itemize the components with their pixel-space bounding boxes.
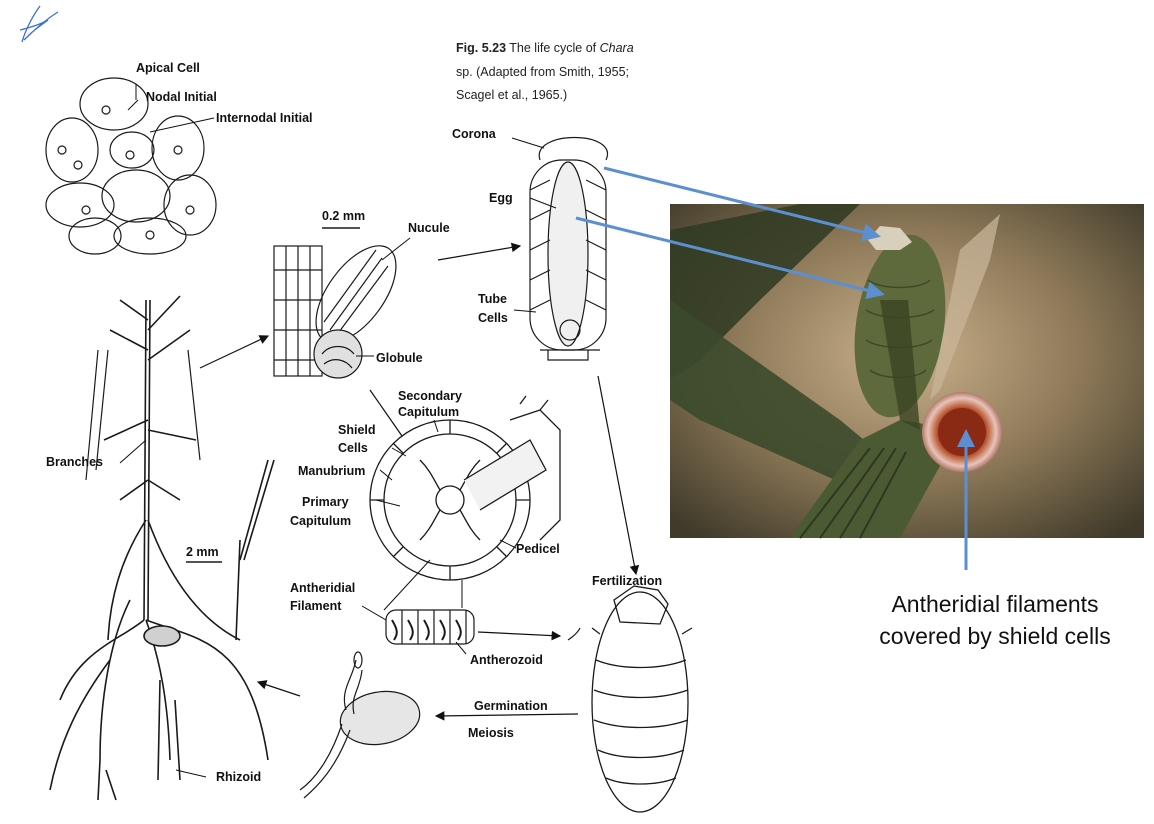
label-primary-capitulum-1: Primary — [302, 495, 349, 509]
label-antherozoid: Antherozoid — [470, 653, 543, 667]
svg-text:Scagel et al., 1965.): Scagel et al., 1965.) — [456, 88, 567, 102]
label-germination: Germination — [474, 699, 548, 713]
chara-thallus — [49, 295, 275, 801]
nucule-detail-drawing — [529, 137, 609, 361]
diagram-labels: Apical Cell Nodal Initial Internodal Ini… — [46, 61, 662, 784]
label-internodal-initial: Internodal Initial — [216, 111, 313, 125]
nucule-globule-drawing — [273, 245, 397, 379]
label-shield-cells-2: Cells — [338, 441, 368, 455]
label-antheridial-filament-1: Antheridial — [290, 581, 355, 595]
label-nucule: Nucule — [408, 221, 450, 235]
label-egg: Egg — [489, 191, 513, 205]
label-tube-cells-2: Cells — [478, 311, 508, 325]
label-corona: Corona — [452, 127, 497, 141]
apical-cell-cluster — [45, 77, 217, 255]
label-pedicel: Pedicel — [516, 542, 560, 556]
label-globule: Globule — [376, 351, 423, 365]
label-shield-cells-1: Shield — [338, 423, 376, 437]
germinating-oospore-drawing — [299, 651, 421, 799]
label-nodal-initial: Nodal Initial — [146, 90, 217, 104]
label-manubrium: Manubrium — [298, 464, 365, 478]
scale-bars — [186, 227, 360, 563]
annotation-arrows — [575, 166, 975, 570]
antheridium-section-drawing — [369, 395, 561, 581]
micrograph-photo — [670, 204, 1144, 539]
label-primary-capitulum-2: Capitulum — [290, 514, 351, 528]
annotation-text: Antheridial filaments covered by shield … — [840, 588, 1150, 652]
label-scale-large: 2 mm — [186, 545, 219, 559]
annotation-line-2: covered by shield cells — [879, 623, 1111, 649]
svg-text:sp. (Adapted from Smith, 1955;: sp. (Adapted from Smith, 1955; — [456, 65, 629, 79]
label-fertilization: Fertilization — [592, 574, 662, 588]
label-tube-cells-1: Tube — [478, 292, 507, 306]
figure-caption: Fig. 5.23 The life cycle of Chara sp. (A… — [456, 41, 634, 102]
label-meiosis: Meiosis — [468, 726, 514, 740]
label-rhizoid: Rhizoid — [216, 770, 261, 784]
label-secondary-capitulum-1: Secondary — [398, 389, 462, 403]
label-branches: Branches — [46, 455, 103, 469]
antheridial-filament-drawing — [385, 609, 581, 645]
label-apical-cell: Apical Cell — [136, 61, 200, 75]
label-secondary-capitulum-2: Capitulum — [398, 405, 459, 419]
signature-mark — [19, 5, 59, 43]
annotation-line-1: Antheridial filaments — [891, 591, 1099, 617]
label-antheridial-filament-2: Filament — [290, 599, 342, 613]
label-scale-small: 0.2 mm — [322, 209, 365, 223]
leader-lines — [119, 84, 557, 778]
oospore-drawing — [591, 585, 693, 813]
cycle-arrows — [199, 242, 640, 721]
svg-text:Fig. 5.23 The life cycle of Ch: Fig. 5.23 The life cycle of Chara — [456, 41, 634, 55]
